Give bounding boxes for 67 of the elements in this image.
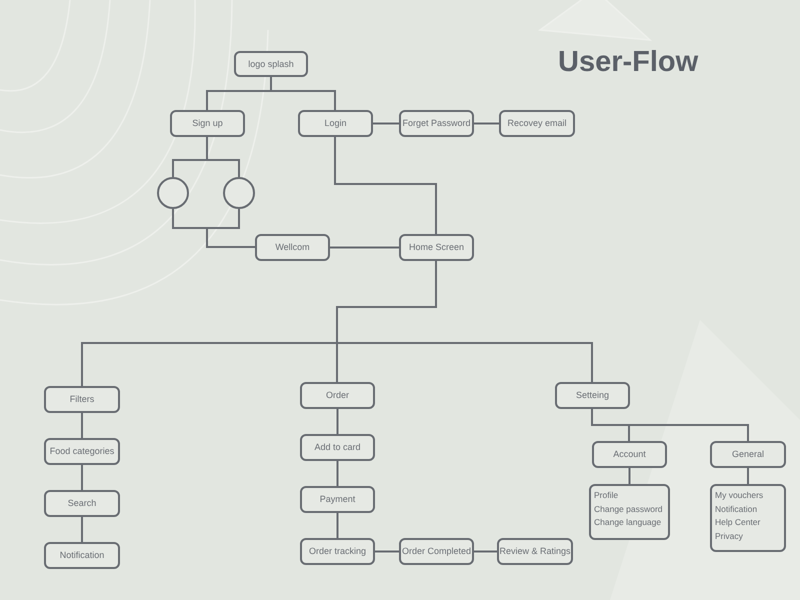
screen-label: Order tracking [308, 547, 366, 556]
screen-label: General [732, 450, 764, 459]
connector-line [334, 137, 437, 234]
connector-line [81, 413, 83, 438]
screen-box [44, 542, 120, 569]
screen-box [555, 382, 630, 409]
screen-box [170, 110, 245, 137]
menu-item: Profile [594, 489, 618, 502]
connector-line [373, 122, 399, 124]
diagram-title: User-Flow [558, 48, 698, 77]
screen-box [44, 438, 120, 465]
screen-box [399, 234, 474, 261]
screen-box [592, 441, 667, 468]
screen-label: Recovey email [507, 119, 567, 128]
connector-line [336, 461, 338, 486]
screen-label: Home Screen [408, 243, 464, 252]
screen-label: Forget Password [402, 119, 471, 128]
screen-box [255, 234, 330, 261]
screen-label: Filters [70, 395, 94, 404]
connector-line [330, 246, 399, 248]
screen-box [300, 434, 375, 461]
screen-label: Login [324, 119, 347, 128]
screen-box [399, 538, 474, 565]
screen-label: Add to card [314, 443, 361, 452]
screen-label: logo splash [248, 60, 294, 68]
menu-item: Help Center [715, 516, 760, 529]
screen-box [298, 110, 373, 137]
screen-label: Order Completed [402, 547, 472, 556]
connector-line [628, 468, 630, 484]
connector-line [747, 468, 749, 484]
menu-item: Privacy [715, 530, 743, 543]
screen-box [497, 538, 573, 565]
screen-box [499, 110, 575, 137]
connector-line [81, 517, 83, 542]
screen-box [44, 386, 120, 413]
screen-box [399, 110, 474, 137]
screen-box [234, 51, 308, 77]
screen-label: Food categories [50, 447, 114, 456]
connector-line [474, 122, 499, 124]
screen-label: Sign up [192, 119, 223, 128]
connector-line [81, 465, 83, 490]
connector-line [206, 209, 255, 248]
screen-label: Review & Ratings [499, 547, 571, 556]
connector-line [336, 409, 338, 434]
connector-line [270, 77, 336, 110]
screen-box [710, 441, 786, 468]
connector-line [206, 137, 240, 177]
screen-box [300, 382, 375, 409]
screen-label: Notification [60, 551, 104, 560]
screen-label: Setteing [576, 391, 610, 400]
connector-line [474, 550, 497, 552]
menu-item: Change password [594, 502, 663, 516]
menu-items-box [710, 484, 786, 552]
screen-box [44, 490, 120, 517]
menu-item: Notification [715, 502, 758, 516]
connector-line [375, 550, 399, 552]
screen-label: Wellcom [275, 243, 310, 252]
screen-box [300, 538, 375, 565]
menu-item: My vouchers [715, 489, 764, 502]
screen-label: Order [326, 391, 349, 400]
screen-label: Search [68, 499, 96, 508]
screen-box [300, 486, 375, 513]
menu-item: Change language [594, 516, 662, 529]
connector-line [336, 513, 338, 538]
screen-label: Account [613, 450, 646, 459]
menu-items-box [589, 484, 670, 540]
screen-label: Payment [320, 495, 356, 504]
